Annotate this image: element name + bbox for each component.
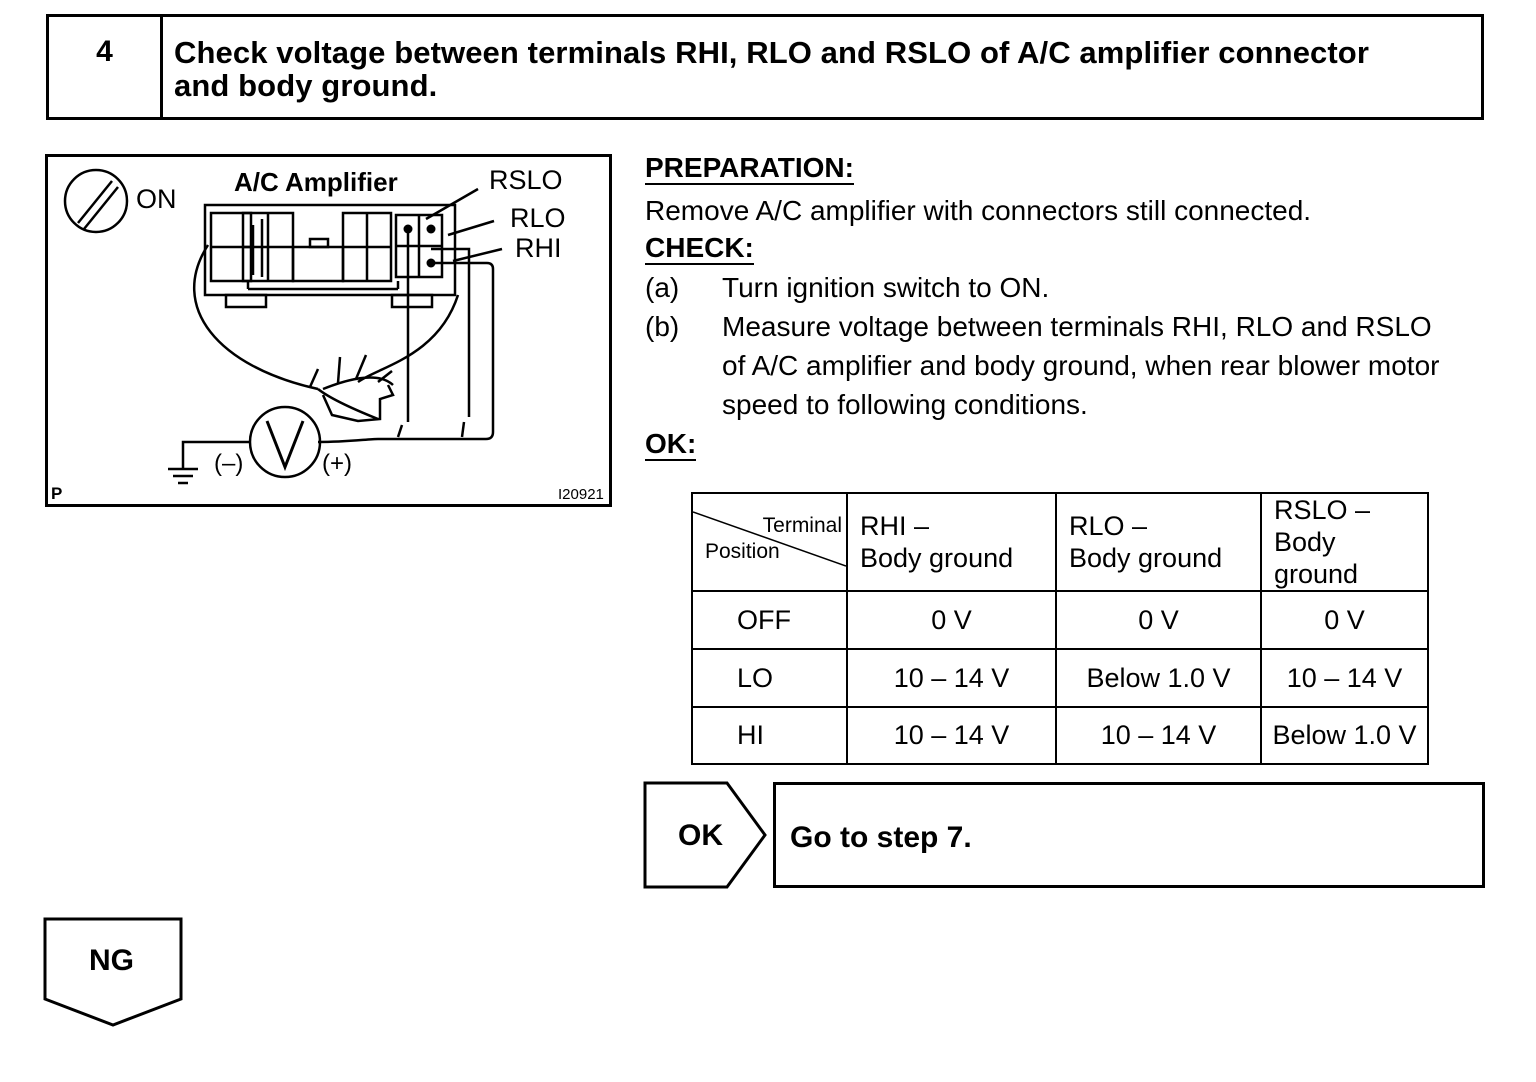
ok-action-box: Go to step 7. — [773, 782, 1485, 888]
item-b-text-line3: speed to following conditions. — [722, 389, 1088, 420]
item-b-text-line2: of A/C amplifier and body ground, when r… — [722, 350, 1440, 381]
terminal-rslo-label: RSLO — [489, 165, 563, 195]
table-row: OFF 0 V 0 V 0 V — [691, 590, 1429, 650]
figure-id: I20921 — [558, 486, 604, 503]
ignition-label: ON — [136, 184, 177, 214]
ignition-switch-icon — [63, 168, 129, 234]
row-value: Below 1.0 V — [1260, 706, 1429, 765]
wiring-illustration: ON A/C Amplifier RSLO RLO RHI (–) (+) P … — [45, 154, 612, 507]
row-value: 10 – 14 V — [1260, 648, 1429, 708]
connector-diagram — [63, 168, 503, 485]
row-value: 10 – 14 V — [846, 706, 1057, 765]
step-number: 4 — [49, 17, 163, 117]
row-position: OFF — [691, 590, 848, 650]
ok-heading: OK: — [645, 428, 697, 461]
ok-arrow-icon — [643, 781, 767, 889]
meter-negative-label: (–) — [214, 450, 244, 477]
column-header-line1: RHI – — [860, 511, 930, 541]
column-header-line2: Body ground — [860, 543, 1014, 573]
ng-arrow-icon — [43, 917, 183, 1027]
component-label: A/C Amplifier — [234, 167, 398, 197]
check-heading: CHECK: — [645, 232, 754, 265]
row-value: Below 1.0 V — [1055, 648, 1262, 708]
table-row: LO 10 – 14 V Below 1.0 V 10 – 14 V — [691, 648, 1429, 708]
ground-icon — [168, 467, 198, 485]
column-header-rhi: RHI – Body ground — [846, 492, 1057, 592]
item-a-label: (a) — [645, 272, 680, 303]
row-value: 0 V — [846, 590, 1057, 650]
column-header-line1: RLO – — [1069, 511, 1148, 541]
preparation-heading: PREPARATION: — [645, 152, 854, 185]
step-title-line2: and body ground. — [174, 68, 438, 103]
voltmeter-icon — [248, 405, 322, 479]
row-value: 10 – 14 V — [846, 648, 1057, 708]
row-position: LO — [691, 648, 848, 708]
column-header-line2: Body ground — [1274, 527, 1359, 589]
column-header-rslo: RSLO – Body ground — [1260, 492, 1429, 592]
corner-position-label: Position — [705, 540, 780, 563]
item-b-text-line1: Measure voltage between terminals RHI, R… — [722, 311, 1432, 342]
connector-icon — [203, 203, 457, 309]
table-row: HI 10 – 14 V 10 – 14 V Below 1.0 V — [691, 706, 1429, 765]
figure-corner-code: P — [51, 484, 63, 503]
step-title-line1: Check voltage between terminals RHI, RLO… — [174, 35, 1369, 70]
item-a-text: Turn ignition switch to ON. — [722, 272, 1050, 303]
column-header-line2: Body ground — [1069, 543, 1223, 573]
voltage-spec-table: Terminal Position RHI – Body ground RLO … — [691, 492, 1429, 765]
terminal-rlo-label: RLO — [510, 203, 566, 233]
row-position: HI — [691, 706, 848, 765]
meter-positive-label: (+) — [322, 450, 352, 477]
column-header-line1: RSLO – — [1274, 495, 1371, 525]
table-corner-cell: Terminal Position — [691, 492, 848, 592]
ng-label: NG — [89, 944, 134, 977]
step-header: 4 Check voltage between terminals RHI, R… — [46, 14, 1484, 120]
terminal-rhi-label: RHI — [515, 233, 562, 263]
column-header-rlo: RLO – Body ground — [1055, 492, 1262, 592]
row-value: 0 V — [1260, 590, 1429, 650]
row-value: 10 – 14 V — [1055, 706, 1262, 765]
item-b-label: (b) — [645, 311, 680, 342]
corner-terminal-label: Terminal — [762, 514, 842, 537]
table-header-row: Terminal Position RHI – Body ground RLO … — [691, 492, 1429, 592]
corner-divider — [693, 511, 846, 567]
preparation-text: Remove A/C amplifier with connectors sti… — [645, 195, 1312, 226]
ok-action-text: Go to step 7. — [790, 821, 972, 854]
ok-label: OK — [678, 819, 723, 852]
step-title: Check voltage between terminals RHI, RLO… — [163, 17, 1481, 117]
row-value: 0 V — [1055, 590, 1262, 650]
